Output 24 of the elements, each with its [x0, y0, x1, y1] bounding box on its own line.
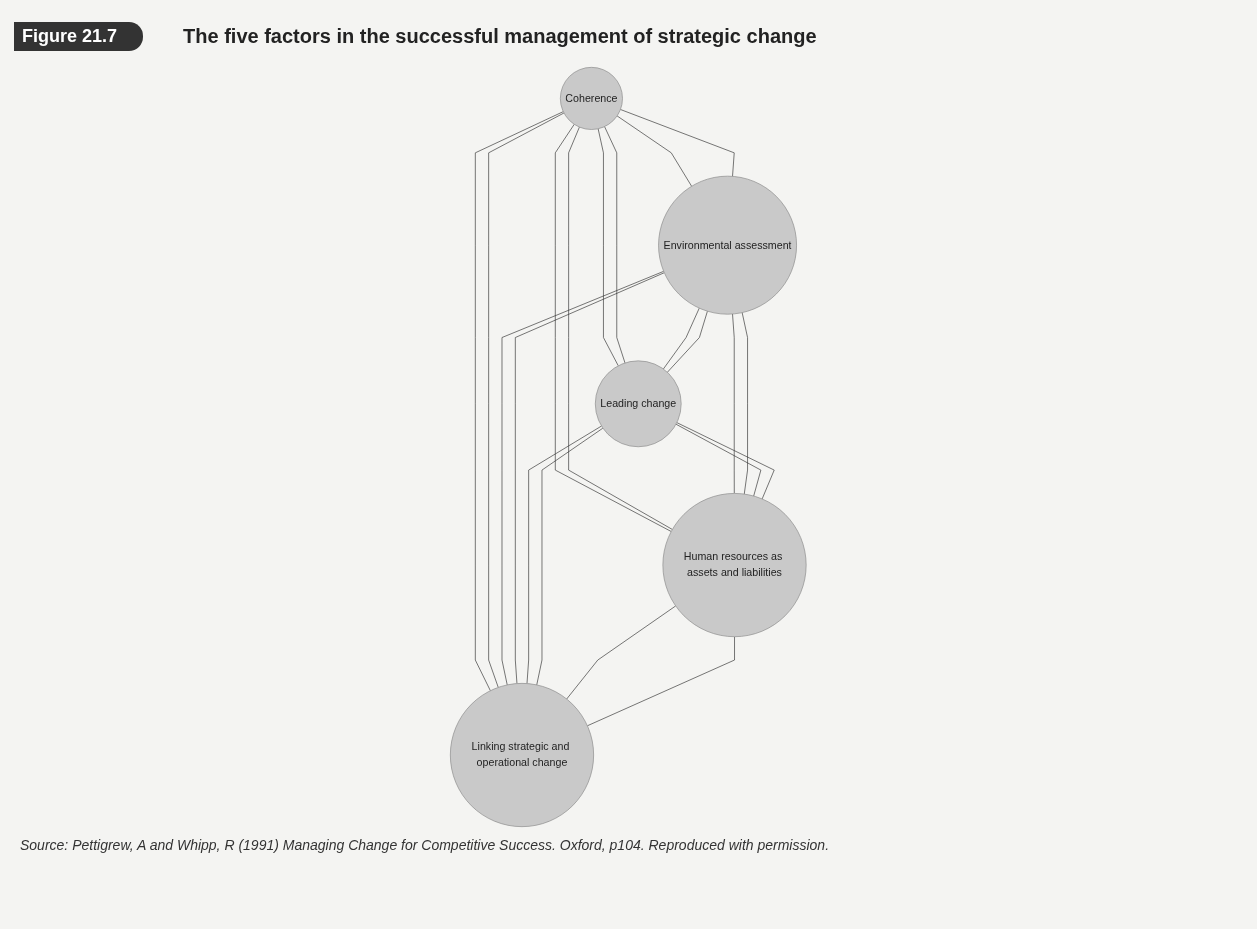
figure-number-badge: Figure 21.7 — [14, 22, 144, 51]
connector — [620, 109, 735, 177]
figure-title: The five factors in the successful management of strategic change — [183, 25, 817, 48]
node-circle: Environmental assessment — [658, 175, 798, 315]
connector — [663, 307, 700, 370]
connector — [732, 313, 735, 494]
node-circle: Coherence — [560, 67, 624, 130]
connector — [488, 112, 565, 688]
connector — [667, 310, 709, 373]
connector — [587, 636, 736, 727]
node-circle: Linking strategic and operational change — [450, 683, 595, 827]
connector — [526, 425, 603, 684]
source-caption: Source: Pettigrew, A and Whipp, R (1991) Managing Change for Competitive Success. Oxford, p104. Reproduced with permission. — [19, 837, 831, 853]
connector — [617, 115, 693, 187]
connector — [675, 423, 762, 497]
connector — [598, 128, 619, 367]
node-circle: Leading change — [595, 360, 682, 448]
connector — [676, 422, 775, 500]
connector — [742, 312, 749, 495]
connector — [566, 605, 677, 700]
connector — [536, 427, 604, 686]
connector — [475, 111, 564, 692]
connector — [604, 126, 626, 364]
node-circle: Human resources as assets and liabilities — [662, 493, 807, 638]
